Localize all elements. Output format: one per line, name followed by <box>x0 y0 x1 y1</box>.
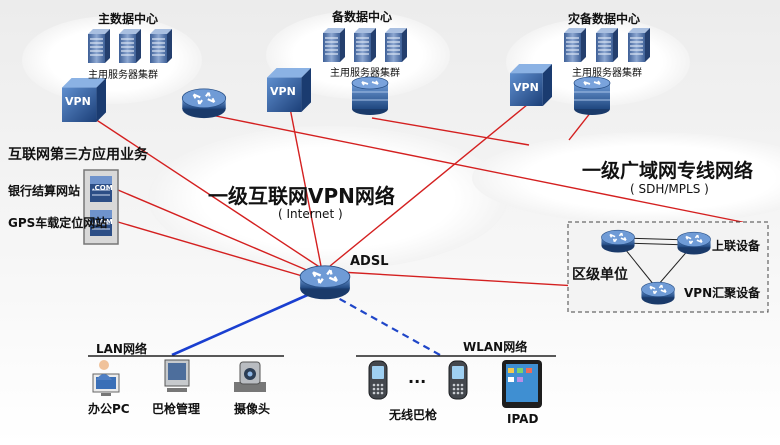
link-primary-db-wan <box>210 114 763 227</box>
com-server-icon <box>90 176 112 202</box>
core-switch-icon <box>351 76 389 116</box>
cloud-wan <box>472 132 780 224</box>
link-gps-adsl <box>117 221 317 281</box>
cloud-primary-dc <box>22 16 202 104</box>
vpn-aggregation-label: VPN汇聚设备 <box>684 286 761 300</box>
wlan-item-ipad: IPAD <box>507 412 539 426</box>
lan-item-scanner-mgmt: 巴枪管理 <box>152 402 201 416</box>
wlan-ellipsis: ... <box>408 368 427 387</box>
wlan-link <box>337 297 441 356</box>
router-icon <box>600 229 636 254</box>
wireless-scanner-icon <box>368 360 388 400</box>
primary-dc-title: 主数据中心 <box>98 12 159 26</box>
core-switch-icon <box>573 76 611 116</box>
wan-subtitle: ( SDH/MPLS ) <box>630 182 709 196</box>
wlan-title: WLAN网络 <box>463 340 528 354</box>
vpn-label: VPN <box>65 95 91 108</box>
link-primary-vpn-adsl <box>91 116 322 269</box>
router-icon <box>181 87 227 120</box>
com-label: .COM <box>92 218 113 226</box>
server-icon <box>88 29 110 63</box>
disaster-cluster-label: 主用服务器集群 <box>572 68 642 79</box>
cloud-internet <box>148 126 508 270</box>
scanner-mgmt-icon <box>164 359 190 392</box>
adsl-label: ADSL <box>350 254 389 269</box>
link-disaster-vpn-adsl <box>329 99 534 267</box>
gps-site-label: GPS车载定位网站 <box>8 216 108 230</box>
red-links <box>91 99 763 291</box>
server-icon <box>150 29 172 63</box>
server-icon <box>564 28 586 62</box>
lan-link <box>171 291 313 357</box>
server-icon <box>628 28 650 62</box>
lan-title: LAN网络 <box>96 342 147 356</box>
link-bank-adsl <box>117 189 317 275</box>
router-icon <box>640 281 676 306</box>
vpn-label: VPN <box>270 85 296 98</box>
disaster-dc-title: 灾备数据中心 <box>568 12 641 26</box>
third-party-servers <box>83 169 119 245</box>
bank-site-label: 银行结算网站 <box>8 184 81 198</box>
wan-title: 一级广域网专线网络 <box>582 160 754 182</box>
lan-item-office-pc: 办公PC <box>88 402 130 416</box>
link-backup-db-wan <box>371 117 530 146</box>
vpn-label: VPN <box>513 81 539 94</box>
disaster-servers <box>564 28 650 62</box>
server-icon <box>119 29 141 63</box>
primary-servers <box>88 29 172 63</box>
backup-cluster-label: 主用服务器集群 <box>330 68 400 79</box>
internet-title: 一级互联网VPN网络 <box>208 184 395 208</box>
server-icon <box>354 28 376 62</box>
link-disaster-db-wan <box>568 111 592 141</box>
office-pc-icon <box>92 360 120 396</box>
adsl-router-icon <box>298 264 352 301</box>
district-title: 区级单位 <box>572 267 628 283</box>
third-party-title: 互联网第三方应用业务 <box>8 147 148 163</box>
router-icon <box>676 231 712 256</box>
server-icon <box>596 28 618 62</box>
primary-cluster-label: 主用服务器集群 <box>88 70 158 81</box>
link-backup-vpn-adsl <box>289 107 322 267</box>
uplink-device-label: 上联设备 <box>712 239 761 253</box>
backup-dc-title: 备数据中心 <box>332 10 393 24</box>
server-icon <box>385 28 407 62</box>
ipad-icon <box>502 360 542 408</box>
backup-servers <box>323 28 407 62</box>
wireless-scanner-icon <box>448 360 468 400</box>
camera-icon <box>234 361 266 392</box>
com-label: .COM <box>92 184 113 192</box>
wlan-item-wireless-scanner: 无线巴枪 <box>389 408 438 422</box>
com-server-icon <box>90 210 112 236</box>
lan-item-camera: 摄像头 <box>234 402 271 416</box>
internet-subtitle: ( Internet ) <box>278 207 343 221</box>
server-icon <box>323 28 345 62</box>
